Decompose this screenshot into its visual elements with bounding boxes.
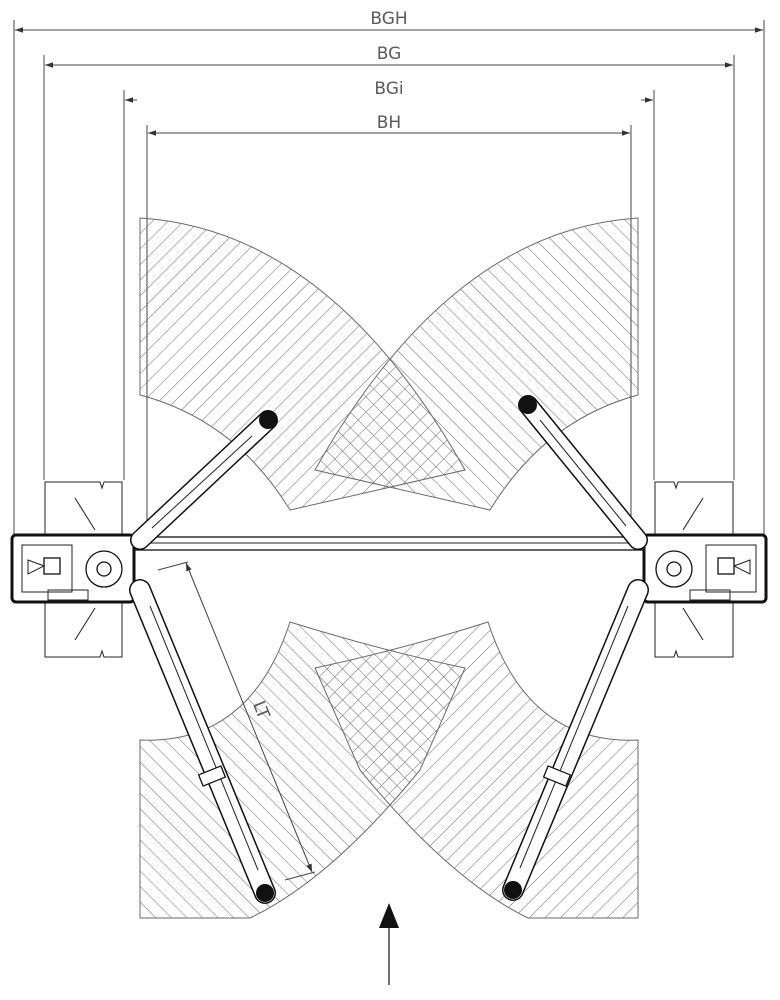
lift-arm-top-right [518, 395, 648, 550]
dimension-bgh: BGH [13, 9, 765, 540]
dimension-label-bgi: BGi [374, 79, 403, 99]
swing-zone-bottom-right [314, 621, 639, 919]
dimension-label-bgh: BGH [370, 9, 407, 29]
column-right [642, 533, 768, 604]
swing-zone-top-right [314, 217, 639, 511]
column-left [10, 533, 136, 604]
arm-swing-zones [139, 217, 639, 919]
dimension-label-bg: BG [377, 44, 402, 64]
drive-in-direction-arrow [379, 903, 399, 985]
arm-pad-bottom-right [504, 881, 522, 899]
lift-arm-bottom-right [502, 579, 649, 901]
arm-pad-top-right [519, 396, 537, 414]
dimension-bgi: BGi [123, 79, 655, 480]
dimension-bg: BG [43, 44, 735, 480]
arm-pad-bottom-left [256, 884, 274, 902]
base-plate-left [44, 481, 123, 658]
dimension-label-bh: BH [377, 113, 401, 133]
base-plate-right [654, 481, 734, 658]
crossbar [124, 536, 654, 551]
arm-pad-top-left [259, 411, 277, 429]
lift-arm-top-left [130, 410, 278, 550]
